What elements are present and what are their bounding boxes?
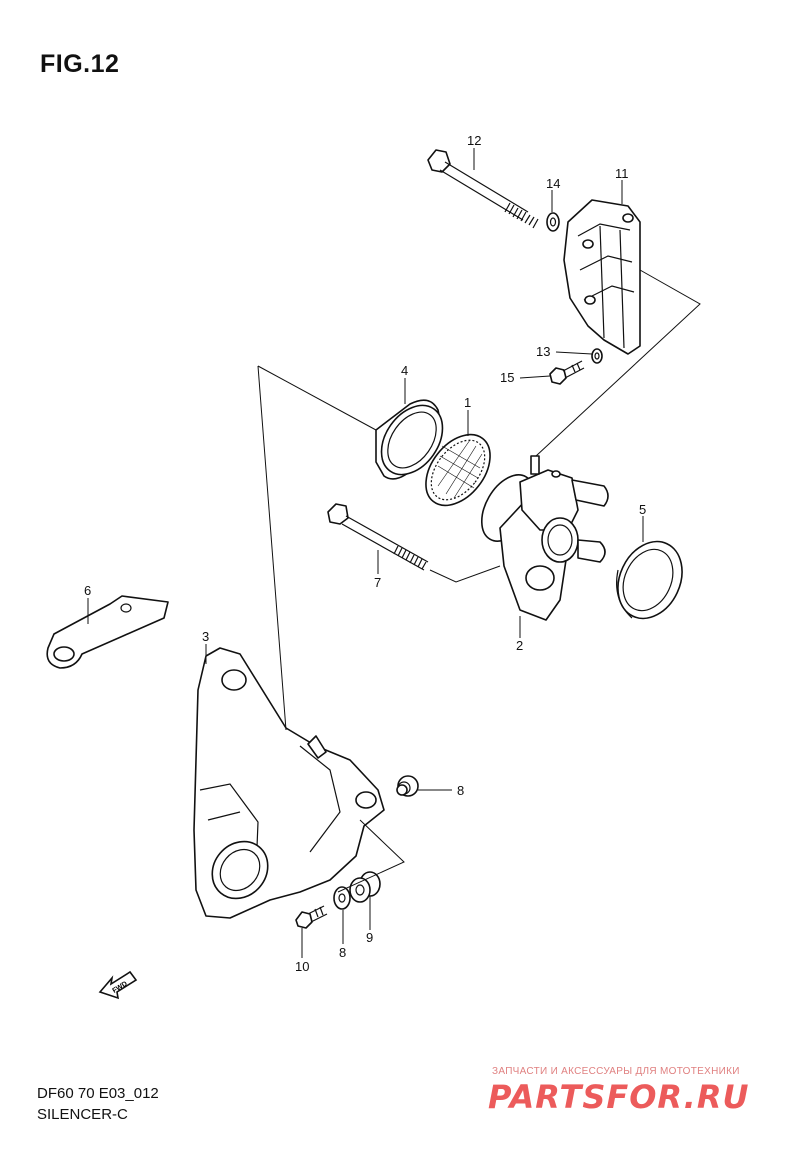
part-15-bolt[interactable] [549, 360, 585, 385]
callout-5: 5 [639, 502, 646, 517]
part-8-washer-lower[interactable] [333, 886, 351, 910]
figure-title: FIG.12 [40, 50, 120, 78]
callout-1: 1 [464, 395, 471, 410]
callout-10: 10 [295, 959, 309, 974]
part-2-housing[interactable] [471, 455, 609, 621]
callout-8-lower: 8 [339, 945, 346, 960]
part-9-grommet[interactable] [349, 871, 381, 903]
part-6-plate[interactable] [46, 595, 169, 669]
callout-4: 4 [401, 363, 408, 378]
callout-14: 14 [546, 176, 560, 191]
callout-13: 13 [536, 344, 550, 359]
callout-15: 15 [500, 370, 514, 385]
part-8-grommet-upper[interactable] [396, 775, 419, 797]
figure-code: DF60 70 E03_012 [37, 1085, 159, 1102]
part-13-washer[interactable] [591, 348, 603, 364]
watermark-tagline: ЗАПЧАСТИ И АКСЕССУАРЫ ДЛЯ МОТОТЕХНИКИ [492, 1066, 740, 1077]
watermark-logo: PARTSFOR.RU [488, 1078, 750, 1116]
figure-name: SILENCER-C [37, 1106, 128, 1123]
part-14-washer[interactable] [546, 212, 560, 232]
part-4-ring[interactable] [369, 394, 455, 486]
part-11-bracket[interactable] [563, 199, 641, 355]
part-10-bolt[interactable] [295, 905, 328, 929]
part-5-ring[interactable] [606, 531, 694, 629]
callout-6: 6 [84, 583, 91, 598]
part-3-case[interactable] [193, 647, 385, 919]
callout-7: 7 [374, 575, 381, 590]
part-12-bolt[interactable] [427, 149, 539, 229]
callout-labels: 12 14 11 13 15 4 1 5 7 2 6 3 8 8 9 10 [84, 133, 646, 974]
part-1-screen[interactable] [413, 422, 503, 517]
callout-9: 9 [366, 930, 373, 945]
callout-8-upper: 8 [457, 783, 464, 798]
leader-lines [87, 148, 644, 958]
part-7-bolt[interactable] [327, 503, 429, 571]
callout-2: 2 [516, 638, 523, 653]
callout-12: 12 [467, 133, 481, 148]
assembly-lines [257, 269, 701, 893]
callout-3: 3 [202, 629, 209, 644]
callout-11: 11 [615, 166, 629, 181]
fwd-arrow-icon: FWD [98, 970, 138, 1000]
